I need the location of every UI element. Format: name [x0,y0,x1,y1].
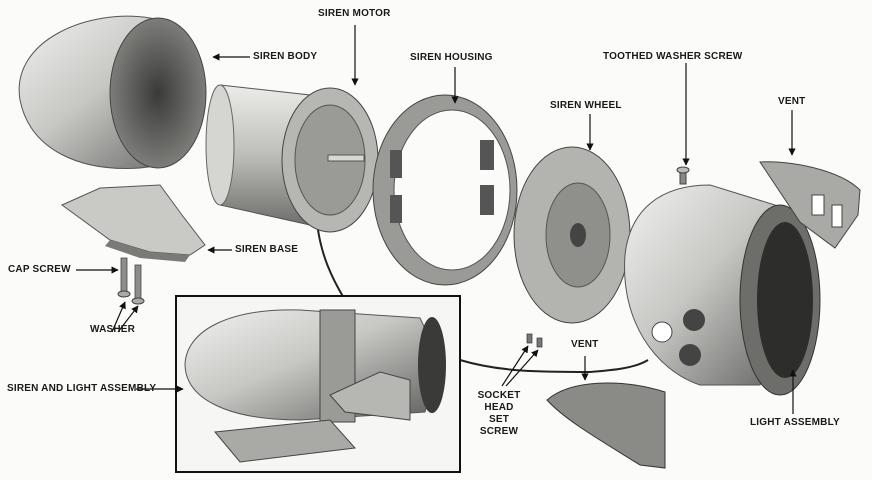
label-light-assembly: LIGHT ASSEMBLY [750,417,840,428]
siren-base-part [61,184,206,262]
label-set: SET [488,414,510,425]
label-siren-motor: SIREN MOTOR [318,8,391,19]
cap-screws-part [117,257,145,305]
leader-lines [76,25,797,414]
siren-wheel-part [513,146,631,324]
leader-set-screw-2 [505,349,539,387]
label-siren-base: SIREN BASE [235,244,299,255]
siren-body-part [18,15,207,169]
label-siren-body: SIREN BODY [253,51,318,62]
label-siren-wheel: SIREN WHEEL [550,100,622,111]
wire [459,359,649,374]
label-vent-top: VENT [778,96,806,107]
vent-top-part [759,161,861,249]
label-head: HEAD [484,402,514,413]
label-toothed-washer-screw: TOOTHED WASHER SCREW [603,51,743,62]
assembly-inset [175,295,461,473]
label-washer: WASHER [90,324,136,335]
label-screw: SCREW [479,426,519,437]
label-cap-screw: CAP SCREW [8,264,71,275]
leader-washer-1 [111,301,126,333]
label-siren-and-light-assembly: SIREN AND LIGHT ASSEMBLY [7,383,157,394]
light-assembly-part [624,166,821,396]
label-vent-bottom: VENT [571,339,599,350]
siren-housing-part [372,94,518,286]
vent-bottom-part [546,382,666,469]
siren-motor-part [205,84,379,301]
leader-washer-2 [117,305,139,333]
label-siren-housing: SIREN HOUSING [410,52,493,63]
set-screws-part [526,333,543,348]
label-socket-head-set-screw: SOCKET HEAD SET SCREW [474,390,524,438]
leader-set-screw-1 [501,345,529,387]
label-socket: SOCKET [477,390,521,401]
